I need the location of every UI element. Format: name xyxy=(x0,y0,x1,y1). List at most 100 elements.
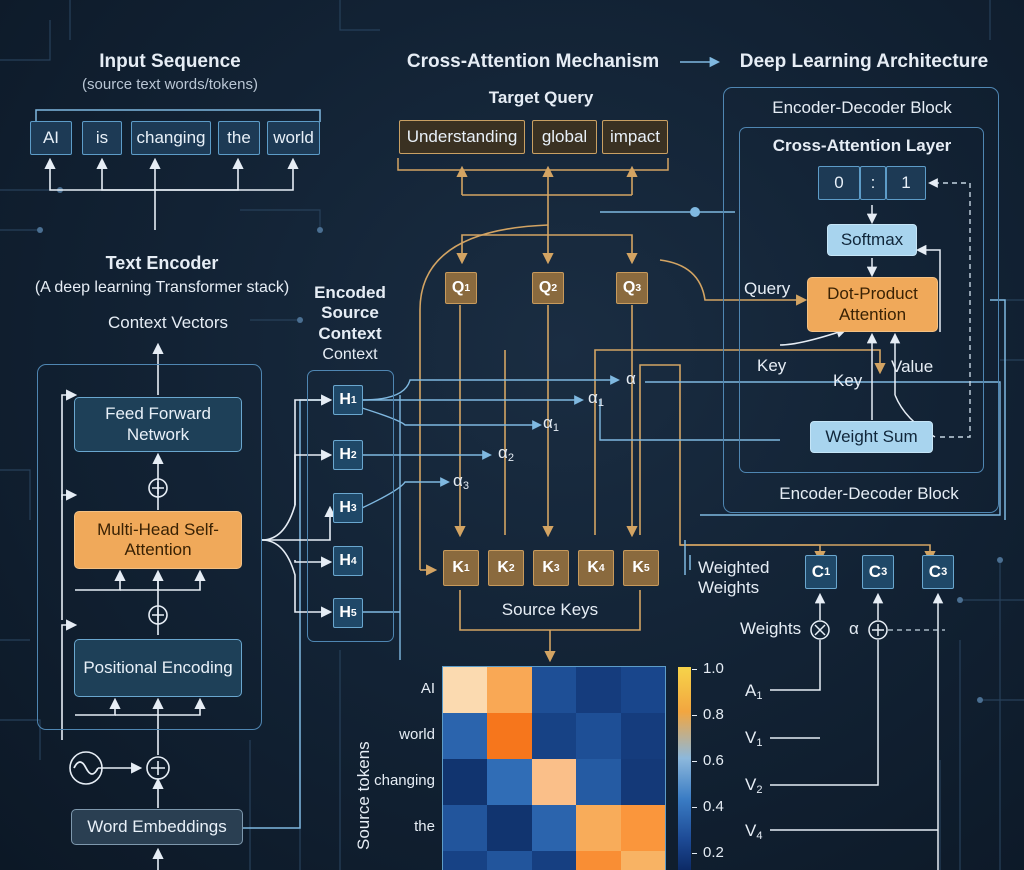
alpha-4-sub: 3 xyxy=(462,480,469,492)
encoder-stack-panel xyxy=(37,364,262,730)
multi-head-self-attention: Multi-Head Self-Attention xyxy=(74,511,242,569)
heatmap-cell xyxy=(487,667,533,714)
k2-label: K xyxy=(497,559,509,576)
heatmap-cell xyxy=(576,851,622,870)
heatmap-cell xyxy=(620,713,666,760)
heatmap-colorbar xyxy=(678,667,691,870)
alpha-label-top: α xyxy=(626,369,636,390)
c1-label: C xyxy=(811,562,825,581)
value-v4: V4 xyxy=(745,821,763,842)
v1-sub: 1 xyxy=(756,737,763,749)
input-token-ai: AI xyxy=(30,121,72,155)
alpha-1-sub: 1 xyxy=(597,397,604,409)
deep-learning-title: Deep Learning Architecture xyxy=(739,51,989,72)
h2-label: H xyxy=(339,446,351,463)
alpha-4: α xyxy=(453,471,463,490)
input-sequence-subtitle: (source text words/tokens) xyxy=(82,76,258,93)
colorbar-tick-label: 0.8 xyxy=(703,706,724,723)
v4-label: V xyxy=(745,821,757,840)
h1-label: H xyxy=(339,391,351,408)
target-token-global: global xyxy=(532,120,597,154)
colorbar-tick-label: 0.6 xyxy=(703,752,724,769)
heatmap-cell xyxy=(620,851,666,870)
cross-attention-layer-panel xyxy=(739,127,984,473)
heatmap-cell xyxy=(620,667,666,714)
colorbar-tick-label: 0.2 xyxy=(703,844,724,861)
alpha-combine-label: α xyxy=(849,619,859,638)
heatmap-cell xyxy=(487,759,533,806)
k2-sub: 2 xyxy=(508,562,515,574)
weight-sum-block: Weight Sum xyxy=(810,421,933,453)
colorbar-tick-mark xyxy=(692,807,697,808)
a1-sub: 1 xyxy=(756,690,763,702)
c3b-label: C xyxy=(928,562,942,581)
encoder-decoder-block-bottom-label: Encoder-Decoder Block xyxy=(779,484,959,503)
heatmap-cell xyxy=(443,713,488,760)
source-keys-label: Source Keys xyxy=(501,600,599,619)
vector-cell-0: 0 xyxy=(818,166,860,200)
encoder-decoder-block-panel xyxy=(723,87,999,513)
colorbar-tick-mark xyxy=(692,715,697,716)
input-token-is: is xyxy=(82,121,122,155)
heatmap-ylabel: Source tokens xyxy=(354,741,373,850)
heatmap-cell xyxy=(531,805,577,852)
heatmap-cell xyxy=(443,851,488,870)
c3a-label: C xyxy=(868,562,882,581)
k3-sub: 3 xyxy=(553,562,560,574)
q3-label: Q xyxy=(622,279,636,296)
heatmap-cell xyxy=(531,667,577,714)
heatmap-cell xyxy=(443,805,488,852)
h2-sub: 2 xyxy=(350,449,357,461)
value-label: Value xyxy=(891,357,934,376)
context-vectors-label: Context Vectors xyxy=(107,313,229,332)
heatmap-cell xyxy=(576,759,622,806)
text-encoder-subtitle: (A deep learning Transformer stack) xyxy=(34,279,290,296)
text-encoder-title: Text Encoder xyxy=(105,253,219,273)
v4-sub: 4 xyxy=(756,830,763,842)
a1-label: A xyxy=(745,681,757,700)
encoder-decoder-block-title: Encoder-Decoder Block xyxy=(772,98,952,117)
heatmap-cell xyxy=(620,805,666,852)
c3a-sub: 3 xyxy=(881,566,888,578)
key-label: Key xyxy=(757,356,787,375)
target-token-impact: impact xyxy=(602,120,668,154)
q2-sub: 2 xyxy=(551,282,558,294)
vector-cell-1: 1 xyxy=(886,166,926,200)
h4-label: H xyxy=(339,552,351,569)
heatmap-cell xyxy=(487,713,533,760)
c1-sub: 1 xyxy=(824,566,831,578)
alpha-1: α xyxy=(588,388,598,407)
heatmap-frame xyxy=(442,666,666,870)
alpha-label-1a: α1 xyxy=(588,388,604,409)
alpha-label-3: α3 xyxy=(453,471,469,492)
dot-product-attention-block: Dot-Product Attention xyxy=(807,277,938,332)
heatmap-cell xyxy=(531,713,577,760)
k4-sub: 4 xyxy=(598,562,605,574)
input-token-the: the xyxy=(218,121,260,155)
word-embeddings: Word Embeddings xyxy=(71,809,243,845)
heatmap-cell xyxy=(443,667,488,714)
heatmap-cell xyxy=(620,759,666,806)
value-v1: V1 xyxy=(745,728,763,749)
heatmap-row-label: the xyxy=(414,818,435,835)
v2-sub: 2 xyxy=(756,784,763,796)
colorbar-tick-mark xyxy=(692,669,697,670)
q1-sub: 1 xyxy=(464,282,471,294)
heatmap-cell xyxy=(531,759,577,806)
alpha-3-sub: 2 xyxy=(507,452,514,464)
colorbar-tick-mark xyxy=(692,853,697,854)
colorbar-tick-label: 0.4 xyxy=(703,798,724,815)
k1-label: K xyxy=(452,559,464,576)
